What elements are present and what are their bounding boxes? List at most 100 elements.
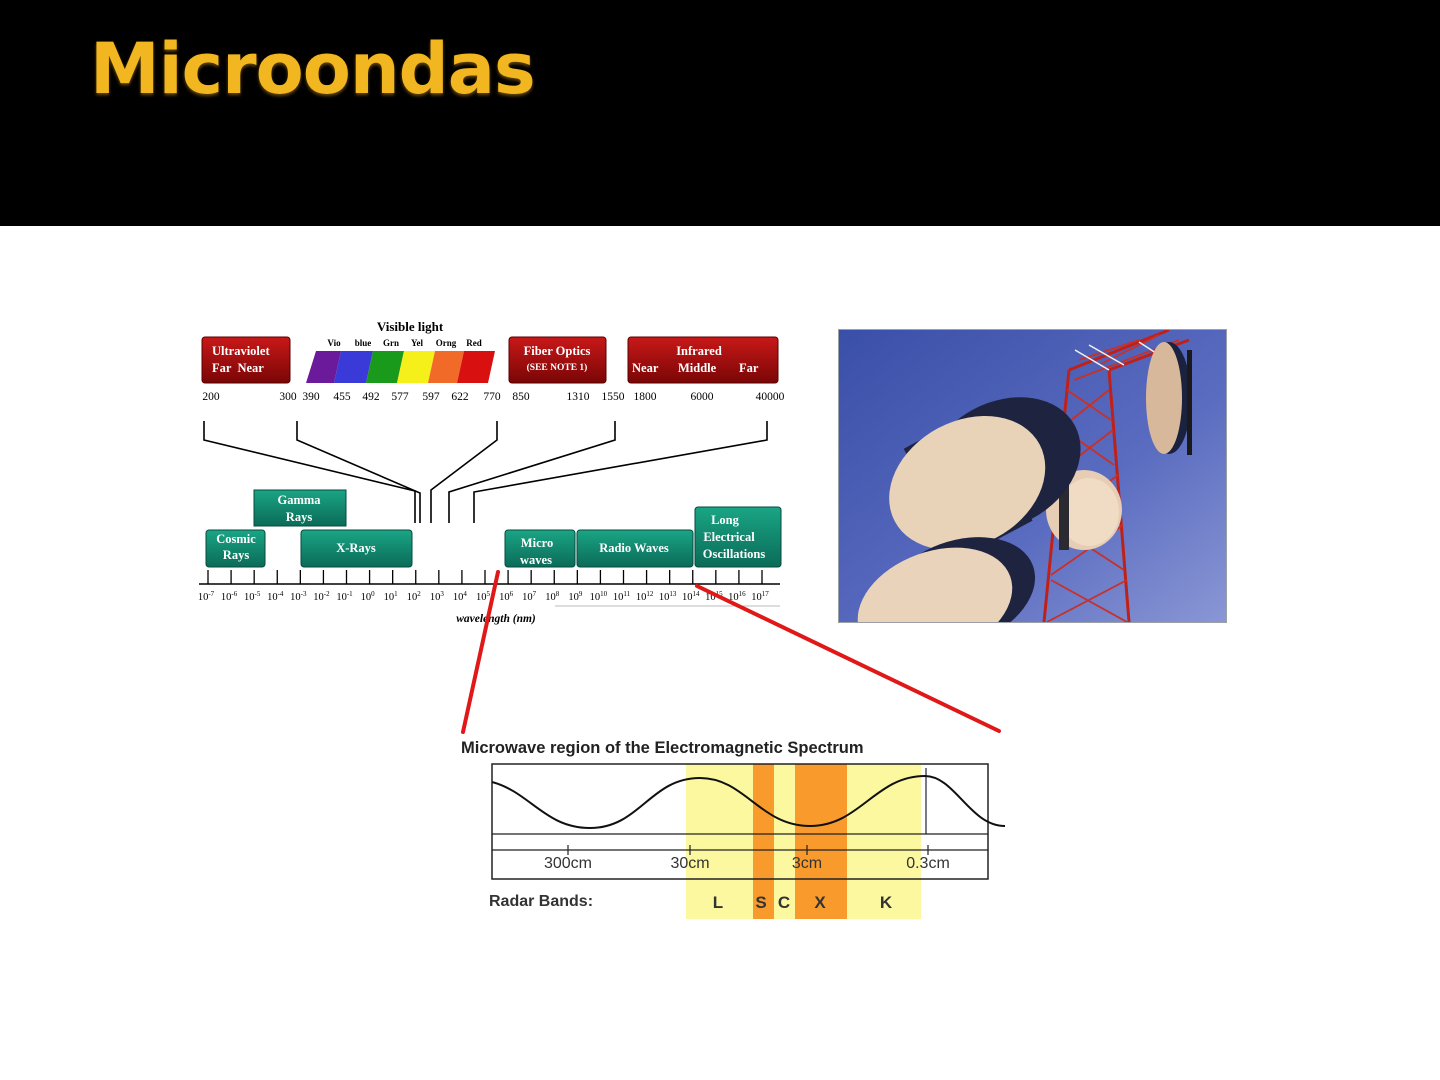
top-wavelength-tick: 390 [302, 391, 320, 403]
long-oscillations-label-3: Oscillations [703, 547, 766, 561]
fiber-optics-label: Fiber Optics [524, 344, 591, 358]
visible-light-label: Visible light [377, 319, 444, 334]
microwaves-box: Micro waves [504, 529, 576, 568]
scale-tick-label: 108 [545, 590, 560, 603]
fiber-optics-box: Fiber Optics (SEE NOTE 1) [508, 336, 607, 384]
radar-band-columns [686, 764, 921, 919]
scale-tick-label: 10-7 [198, 590, 215, 603]
scale-tick-label: 1011 [613, 590, 631, 603]
scale-tick-label: 105 [476, 590, 491, 603]
microwave-scale-label: 0.3cm [906, 855, 950, 872]
scale-tick-label: 102 [407, 590, 422, 603]
scale-tick-label: 10-1 [336, 590, 353, 603]
wavelength-axis-label: wavelength (nm) [456, 613, 536, 625]
top-wavelength-tick: 850 [512, 391, 530, 403]
scale-tick-label: 101 [384, 590, 399, 603]
scale-tick-label: 1013 [659, 590, 677, 603]
long-oscillations-label-2: Electrical [703, 530, 755, 544]
scale-tick-label: 10-4 [267, 590, 284, 603]
title-bar: Microondas [0, 0, 1440, 226]
ultraviolet-sublabel: Far Near [212, 361, 264, 375]
microwave-scale-ticks: 300cm 30cm 3cm 0.3cm [544, 845, 950, 872]
visible-color-label: Red [466, 338, 482, 348]
long-oscillations-box: Long Electrical Oscillations [694, 506, 782, 568]
cosmic-rays-label-2: Rays [223, 548, 250, 562]
scale-tick-label: 1017 [751, 590, 769, 603]
slide-title: Microondas [90, 28, 536, 110]
top-wavelength-tick: 40000 [756, 391, 785, 403]
radar-band-letter: L [713, 893, 723, 912]
top-wavelength-tick: 200 [202, 391, 220, 403]
radio-waves-box: Radio Waves [576, 529, 694, 568]
fiber-optics-note: (SEE NOTE 1) [527, 362, 588, 373]
scale-tick-label: 10-6 [221, 590, 238, 603]
ultraviolet-label: Ultraviolet [212, 344, 270, 358]
ultraviolet-box: Ultraviolet Far Near [201, 336, 291, 384]
wavelength-scale-ticks: 10-7 10-6 10-5 10-4 10-3 10-2 10-1 100 101 102 103… [198, 570, 769, 603]
scale-tick-label: 1014 [682, 590, 700, 603]
scale-tick-label: 10-5 [244, 590, 261, 603]
microwave-tower-illustration [839, 330, 1226, 622]
cosmic-rays-label-1: Cosmic [216, 532, 256, 546]
scale-tick-label: 1016 [728, 590, 746, 603]
x-rays-label: X-Rays [336, 541, 376, 555]
infrared-label: Infrared [676, 344, 722, 358]
visible-color-label: Grn [383, 338, 399, 348]
gamma-rays-label-1: Gamma [277, 493, 321, 507]
visible-color-label: Yel [411, 338, 423, 348]
top-wavelength-tick: 492 [362, 391, 380, 403]
top-wavelength-tick: 1310 [567, 391, 590, 403]
top-wavelength-tick: 622 [451, 391, 469, 403]
microwave-tower-photo [838, 329, 1227, 623]
microwave-scale-label: 300cm [544, 855, 592, 872]
scale-tick-label: 10-3 [290, 590, 307, 603]
radio-waves-label: Radio Waves [599, 541, 669, 555]
microwave-region-title: Microwave region of the Electromagnetic … [461, 739, 864, 757]
scale-tick-label: 100 [361, 590, 376, 603]
microwaves-label-2: waves [520, 553, 552, 567]
top-wavelength-tick: 577 [391, 391, 409, 403]
infrared-middle-label: Middle [678, 361, 717, 375]
connector-lines [203, 421, 768, 523]
scale-tick-label: 1015 [705, 590, 723, 603]
top-wavelength-tick: 597 [422, 391, 440, 403]
top-wavelength-tick: 1800 [634, 391, 657, 403]
scale-tick-label: 1010 [590, 590, 608, 603]
top-wavelength-tick: 455 [333, 391, 351, 403]
cosmic-rays-box: Cosmic Rays [205, 529, 266, 568]
scale-tick-label: 10-2 [313, 590, 330, 603]
microwave-scale-label: 3cm [792, 855, 822, 872]
scale-tick-label: 1012 [636, 590, 654, 603]
radar-band-letter: K [880, 893, 893, 912]
top-wavelength-tick: 6000 [691, 391, 714, 403]
infrared-near-label: Near [632, 361, 659, 375]
scale-tick-label: 106 [499, 590, 514, 603]
scale-tick-label: 107 [522, 590, 537, 603]
gamma-rays-label-2: Rays [286, 510, 313, 524]
infrared-far-label: Far [739, 361, 759, 375]
scale-tick-label: 104 [453, 590, 468, 603]
x-rays-box: X-Rays [300, 529, 413, 568]
visible-color-label: Orng [436, 338, 457, 348]
radar-bands-label: Radar Bands: [489, 893, 593, 910]
radar-band-letter: C [778, 893, 790, 912]
microwave-region-diagram: Microwave region of the Electromagnetic … [461, 739, 1006, 919]
microwave-waveform [491, 774, 1006, 830]
radar-band-letter: S [755, 893, 766, 912]
top-wavelength-tick: 1550 [602, 391, 625, 403]
scale-tick-label: 103 [430, 590, 445, 603]
gamma-rays-box: Gamma Rays [253, 489, 347, 527]
zoom-pointer-lines [461, 570, 1001, 734]
radar-band-letter: X [814, 893, 826, 912]
long-oscillations-label-1: Long [711, 513, 740, 527]
infrared-box: Infrared Near Middle Far [627, 336, 779, 384]
visible-color-label: Vio [327, 338, 341, 348]
microwave-scale-label: 30cm [670, 855, 709, 872]
top-wavelength-tick: 300 [279, 391, 297, 403]
scale-tick-label: 109 [568, 590, 583, 603]
